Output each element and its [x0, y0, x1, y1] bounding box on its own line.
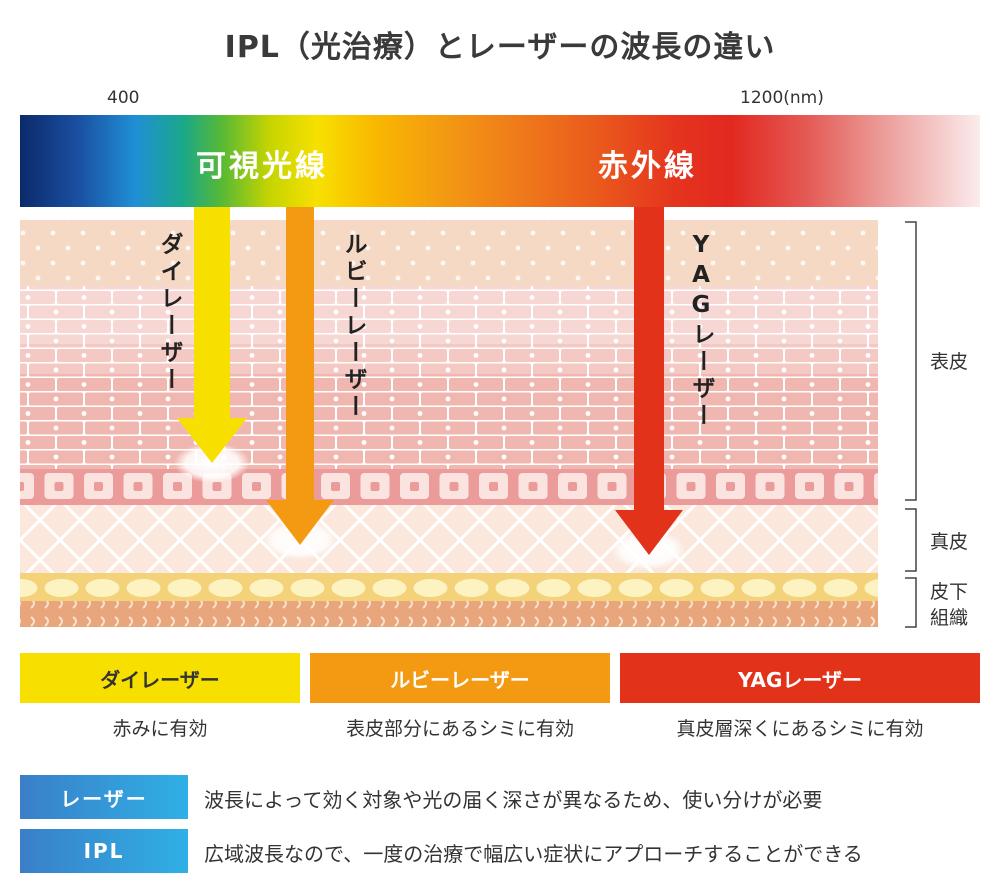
epidermis-top-layer	[20, 220, 878, 286]
legend-dye-laser: ダイレーザー	[20, 653, 300, 703]
epidermis-upper-bricks	[20, 286, 878, 344]
dermis-label: 真皮	[930, 530, 968, 554]
epidermis-lower-bricks	[20, 374, 878, 469]
ruby-laser-vertical-label: ルビーレーザー	[336, 232, 370, 421]
dermis-layer	[20, 505, 878, 573]
subcutis-label-line1: 皮下	[930, 580, 968, 604]
subcutis-label-line2: 組織	[930, 606, 968, 630]
yag-laser-target: 真皮層深くにあるシミに有効	[620, 714, 980, 741]
basal-cell-layer	[20, 469, 878, 505]
epidermis-label: 表皮	[930, 350, 968, 374]
laser-description: 波長によって効く対象や光の届く深さが異なるため、使い分けが必要	[204, 784, 822, 813]
ruby-laser-target: 表皮部分にあるシミに有効	[310, 714, 610, 741]
epidermis-mid-bricks	[20, 344, 878, 374]
yag-laser-vertical-label: YAGレーザー	[684, 232, 718, 430]
dye-laser-target: 赤みに有効	[20, 714, 300, 741]
legend-yag-laser: YAGレーザー	[620, 653, 980, 703]
subcutis-bracket	[905, 578, 916, 627]
epidermis-bracket	[905, 222, 916, 500]
dermis-bracket	[905, 509, 916, 571]
subcutis-lower-layer	[20, 601, 878, 627]
ipl-description: 広域波長なので、一度の治療で幅広い症状にアプローチすることができる	[204, 838, 863, 867]
legend-ruby-laser: ルビーレーザー	[310, 653, 610, 703]
subcutis-fat-layer	[20, 573, 878, 601]
ipl-tag: IPL	[20, 829, 188, 873]
laser-tag: レーザー	[20, 775, 188, 819]
dye-laser-vertical-label: ダイレーザー	[152, 232, 186, 394]
